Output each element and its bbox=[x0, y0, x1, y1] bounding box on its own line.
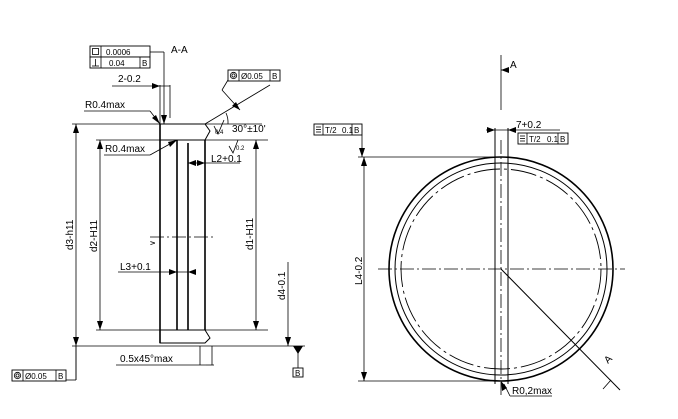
surface-mark: ∨ bbox=[148, 240, 157, 246]
svg-text:0.1: 0.1 bbox=[342, 126, 354, 135]
r-bottom-label: R0,2max bbox=[512, 386, 552, 397]
svg-text:B: B bbox=[354, 126, 359, 135]
hatched-section-bottom bbox=[159, 329, 211, 344]
svg-text:B: B bbox=[58, 372, 63, 381]
view-marker-top: A bbox=[510, 60, 517, 71]
angle-label: 30°±10' bbox=[232, 124, 266, 135]
section-label: A-A bbox=[171, 45, 188, 56]
section-cut-line bbox=[500, 268, 621, 391]
d2-label: d2-H11 bbox=[89, 220, 100, 252]
roughness-1: 0.4 bbox=[215, 130, 224, 136]
d4-label: d4-0.1 bbox=[277, 271, 288, 300]
hatched-section-top bbox=[159, 123, 211, 141]
fcf-right-1 bbox=[313, 123, 363, 136]
l3-label: L3+0.1 bbox=[120, 262, 151, 273]
r-outer-label: R0.4max bbox=[85, 100, 125, 111]
section-view: d3-h11 d2-H11 d1-H11 d4-0.1 2-0.2 R0.4ma… bbox=[11, 45, 305, 382]
fcf-chamfer bbox=[227, 69, 281, 82]
r-inner-label: R0.4max bbox=[105, 144, 145, 155]
fcf-top-left-row2 bbox=[89, 56, 151, 69]
fcf-bottom-left bbox=[11, 369, 67, 382]
svg-text:T/2: T/2 bbox=[325, 126, 337, 135]
svg-text:0.0006: 0.0006 bbox=[106, 48, 131, 57]
l2-label: L2+0.1 bbox=[211, 154, 242, 165]
l4-label: L4-0.2 bbox=[354, 256, 365, 285]
svg-text:0.04: 0.04 bbox=[109, 59, 125, 68]
chamfer-label: 0.5x45°max bbox=[120, 354, 173, 365]
roughness-symbol-2 bbox=[228, 139, 239, 154]
svg-text:Ø0.05: Ø0.05 bbox=[241, 72, 263, 81]
svg-text:Ø0.05: Ø0.05 bbox=[25, 372, 47, 381]
svg-text:B: B bbox=[142, 59, 147, 68]
view-marker-bottom: A bbox=[602, 353, 615, 366]
svg-text:B: B bbox=[272, 72, 277, 81]
width-label: 2-0.2 bbox=[118, 74, 141, 85]
front-view: A A L4-0.2 T/2 0.1 B 7+0.2 bbox=[313, 55, 625, 397]
fcf-right-2 bbox=[517, 132, 569, 145]
datum-b-bottom: B bbox=[295, 369, 300, 378]
svg-text:B: B bbox=[560, 135, 565, 144]
d3-label: d3-h11 bbox=[65, 219, 76, 250]
svg-text:0.1: 0.1 bbox=[547, 135, 559, 144]
roughness-symbol-1 bbox=[213, 119, 225, 135]
d1-label: d1-H11 bbox=[245, 218, 256, 250]
roughness-2: 0.2 bbox=[236, 146, 245, 152]
gap-label: 7+0.2 bbox=[516, 120, 542, 131]
svg-text:T/2: T/2 bbox=[529, 135, 541, 144]
